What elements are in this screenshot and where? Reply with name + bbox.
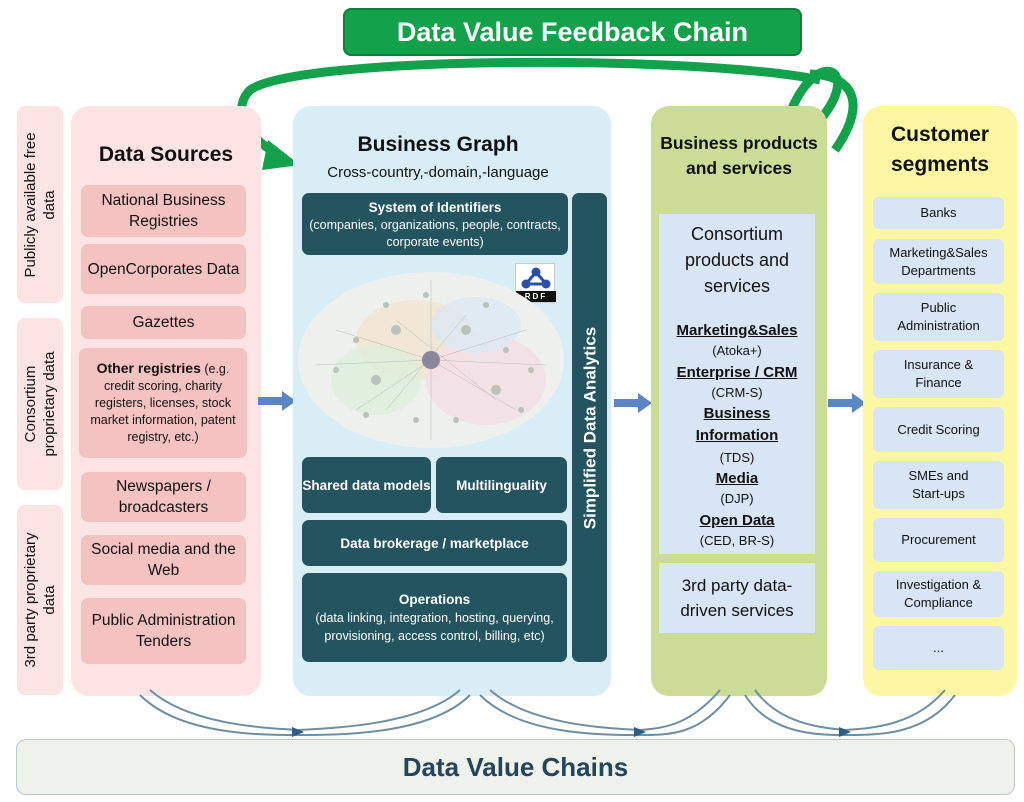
feedback-arrowhead [262, 140, 300, 170]
source-item-national-registries: National Business Registries [81, 185, 246, 237]
data-value-chains-bar: Data Value Chains [16, 739, 1015, 795]
source-item-newspapers: Newspapers / broadcasters [81, 472, 246, 522]
product-enterprise-crm: Enterprise / CRM [676, 363, 798, 381]
source-item-social-media: Social media and the Web [81, 535, 246, 585]
segment-insurance-finance: Insurance & Finance [873, 350, 1004, 398]
product-marketing-sales: Marketing&Sales [676, 321, 798, 339]
business-products-title: Business products and services [660, 133, 818, 178]
other-registries-label: Other registries [96, 360, 201, 376]
product-business-information: Business Information [695, 405, 779, 444]
customer-segments-title: Customer segments [890, 123, 990, 176]
side-label-third-party-line1: 3rd party proprietary [22, 532, 39, 668]
product-open-data-code: (CED, BR-S) [699, 532, 775, 548]
side-label-consortium: Consortium proprietary data [17, 318, 63, 490]
operations-box: Operations (data linking, integration, h… [302, 573, 567, 662]
source-item-gazettes: Gazettes [81, 306, 246, 339]
rdf-label: RDF [516, 291, 556, 302]
product-open-data: Open Data [699, 511, 775, 529]
linked-data-cloud-image [298, 272, 564, 448]
data-value-chains-title: Data Value Chains [402, 751, 629, 782]
identifiers-subtitle: (companies, organizations, people, contr… [309, 217, 561, 249]
product-media-code: (DJP) [720, 490, 754, 506]
arrow-right-icon [614, 393, 652, 413]
third-party-services-box: 3rd party data-driven services [659, 563, 815, 633]
business-graph-subtitle: Cross-country,-domain,-language [327, 163, 549, 181]
value-chain-curves [139, 689, 956, 737]
simplified-analytics-bar: Simplified Data Analytics [572, 193, 607, 662]
source-item-tenders: Public Administration Tenders [81, 598, 246, 664]
segment-procurement: Procurement [873, 518, 1004, 562]
identifiers-title: System of Identifiers [368, 199, 502, 215]
product-business-information-code: (TDS) [719, 449, 755, 465]
segment-credit-scoring: Credit Scoring [873, 407, 1004, 452]
business-graph-title: Business Graph [357, 133, 519, 156]
product-marketing-sales-code: (Atoka+) [712, 342, 762, 358]
product-enterprise-crm-code: (CRM-S) [711, 384, 763, 400]
rdf-graph-icon [521, 267, 551, 289]
segment-investigation-compliance: Investigation & Compliance [873, 571, 1004, 617]
arrow-right-icon [828, 393, 866, 413]
operations-title: Operations [398, 592, 471, 607]
simplified-analytics-label: Simplified Data Analytics [580, 326, 599, 529]
side-label-public: Publicly available free data [17, 106, 63, 303]
multilinguality-box: Multilinguality [436, 457, 567, 513]
product-media: Media [715, 469, 759, 487]
data-sources-title: Data Sources [98, 143, 234, 166]
data-brokerage-box: Data brokerage / marketplace [302, 520, 567, 566]
side-label-consortium-line1: Consortium [22, 365, 39, 443]
operations-subtitle: (data linking, integration, hosting, que… [315, 611, 554, 643]
banner-title: Data Value Feedback Chain [396, 16, 749, 47]
consortium-products-title: Consortium products and services [684, 224, 790, 296]
segment-smes-startups: SMEs and Start-ups [873, 461, 1004, 509]
side-label-public-line2: data [41, 189, 58, 220]
feedback-arc-tail [809, 69, 858, 153]
source-item-opencorporates: OpenCorporates Data [81, 244, 246, 294]
feedback-chain-banner: Data Value Feedback Chain [343, 8, 802, 56]
segment-public-administration: Public Administration [873, 293, 1004, 341]
side-label-third-party-line2: data [41, 585, 58, 615]
arrow-right-icon [258, 391, 296, 411]
side-label-third-party: 3rd party proprietary data [17, 505, 63, 695]
side-label-public-line1: Publicly available free [22, 131, 39, 278]
shared-data-models-box: Shared data models [302, 457, 431, 513]
side-label-consortium-line2: proprietary data [41, 351, 58, 457]
segment-marketing-sales: Marketing&Sales Departments [873, 239, 1004, 284]
segment-more: ... [873, 626, 1004, 670]
segment-banks: Banks [873, 197, 1004, 229]
system-of-identifiers-box: System of Identifiers (companies, organi… [302, 193, 568, 255]
other-registries-detail: (e.g. credit scoring, charity registers,… [90, 362, 236, 444]
consortium-products-box [659, 214, 815, 554]
source-item-other-registries: Other registries (e.g. credit scoring, c… [79, 348, 247, 458]
